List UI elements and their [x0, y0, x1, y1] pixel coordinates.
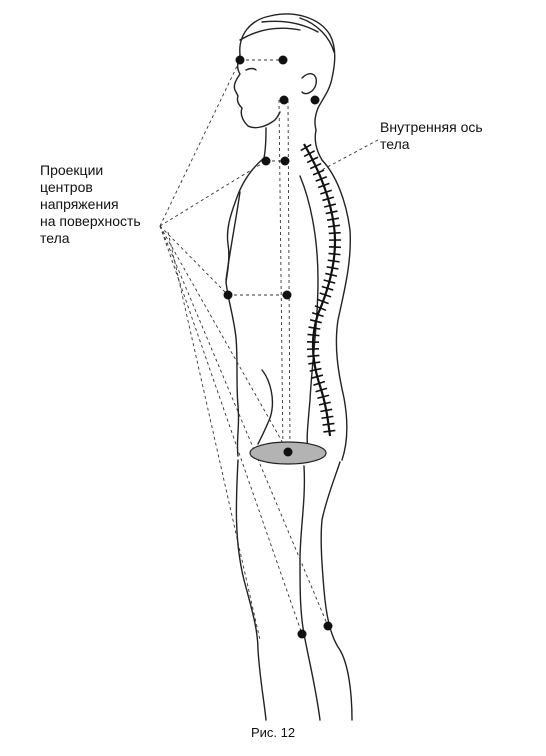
human-figure-outline	[225, 13, 353, 721]
back-leg-outline	[320, 461, 353, 721]
vertebra-tick	[307, 333, 320, 337]
front-leg-outline	[235, 459, 267, 721]
vertebra-tick	[314, 305, 327, 312]
vertebra-tick	[320, 189, 333, 195]
brainstem-point	[279, 95, 289, 105]
vertebra-tick	[318, 401, 331, 406]
vertebra-tick	[320, 408, 333, 413]
vertebra-tick	[311, 311, 324, 318]
vertebra-tick	[309, 162, 322, 170]
vertebra-tick	[323, 279, 336, 284]
vertebra-tick	[322, 422, 335, 426]
vertebra-tick	[300, 143, 312, 152]
vertebra-tick	[317, 394, 330, 400]
vertebra-tick	[313, 380, 326, 386]
vertebra-tick	[325, 272, 338, 277]
inner-axis-pointer	[317, 139, 379, 173]
head-outline	[239, 13, 336, 131]
inner-leg-outline	[299, 465, 321, 721]
vertebra-tick	[326, 266, 339, 270]
belly-outline	[225, 281, 240, 457]
vertebra-tick	[303, 150, 316, 158]
vertebra-tick	[327, 259, 340, 263]
vertebra-tick	[327, 224, 341, 228]
elbow-outline	[257, 369, 274, 445]
vertebra-tick	[315, 387, 328, 393]
vertebra-tick	[321, 285, 334, 291]
pelvis-center-point	[283, 447, 293, 457]
vertebra-tick	[322, 196, 335, 202]
axis-dashed-line-right	[287, 99, 291, 453]
neck-point	[310, 95, 320, 105]
vertebra-tick	[308, 361, 321, 365]
eye	[245, 67, 257, 71]
knee-front-point	[297, 629, 307, 639]
vertebra-tick	[315, 175, 328, 182]
vertebra-tick	[317, 298, 329, 305]
tension-centers	[223, 55, 333, 639]
throat-point	[261, 156, 271, 166]
figure-caption: Рис. 12	[250, 725, 296, 740]
vertebra-tick	[307, 354, 320, 358]
neck-front	[263, 127, 267, 159]
projections-label: Проекции центров напряжения на поверхнос…	[40, 162, 141, 246]
vertebra-tick	[328, 252, 341, 256]
face-profile	[233, 54, 281, 129]
vertebra-tick	[309, 319, 322, 324]
head-center-point	[278, 55, 288, 65]
vertebra-tick	[321, 415, 334, 420]
axis-dashed-line-left	[278, 99, 284, 453]
vertebra-tick	[325, 210, 338, 215]
knee-back-point	[323, 621, 333, 631]
vertebra-tick	[326, 217, 340, 221]
vertebra-tick	[308, 326, 321, 330]
vertebra-tick	[311, 374, 324, 379]
eye-point	[235, 55, 245, 65]
projection-lines	[159, 59, 329, 641]
spine	[300, 143, 342, 437]
belly-center-point	[282, 290, 292, 300]
hair	[239, 17, 335, 53]
vertebra-tick	[317, 182, 330, 189]
vertebra-tick	[323, 203, 337, 208]
throat-center-point	[280, 156, 290, 166]
belly-point	[223, 290, 233, 300]
ear	[301, 73, 317, 95]
vertebra-tick	[328, 231, 341, 235]
back-outline	[321, 159, 352, 461]
vertebra-tick	[328, 246, 341, 249]
vertebra-tick	[319, 292, 332, 298]
neck-back	[314, 129, 323, 161]
vertebra-tick	[306, 156, 319, 164]
vertebra-tick	[323, 429, 336, 433]
chest-outline	[225, 157, 265, 283]
inner-axis-label: Внутренняя ось тела	[380, 119, 483, 152]
vertebra-tick	[312, 169, 325, 176]
vertebra-tick	[309, 367, 322, 372]
